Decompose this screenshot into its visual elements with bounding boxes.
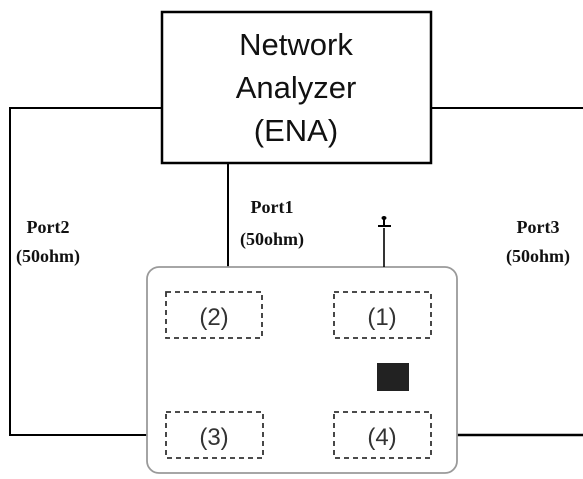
region-4-label: (4): [367, 424, 396, 451]
region-1-label: (1): [367, 304, 396, 331]
region-2-box: [165, 291, 263, 339]
component-square: [377, 363, 409, 391]
port2-label: Port2: [27, 217, 70, 237]
device-board: [146, 266, 458, 474]
analyzer-label-line2: Analyzer: [236, 70, 357, 105]
port3-label: Port3: [517, 217, 560, 237]
region-1-box: [333, 291, 432, 339]
port2-impedance: (50ohm): [16, 246, 80, 267]
region-3-label: (3): [199, 424, 228, 451]
region-2-label: (2): [199, 304, 228, 331]
analyzer-label-line3: (ENA): [254, 113, 338, 148]
port1-label: Port1: [251, 197, 294, 217]
analyzer-label-line1: Network: [239, 27, 353, 62]
region-3-box: [165, 411, 264, 459]
network-analyzer-box: [160, 10, 433, 165]
port1-impedance: (50ohm): [240, 229, 304, 250]
antenna-icon: [378, 216, 391, 227]
port3-impedance: (50ohm): [506, 246, 570, 267]
region-4-box: [333, 411, 432, 459]
port2-cable: [9, 107, 162, 436]
